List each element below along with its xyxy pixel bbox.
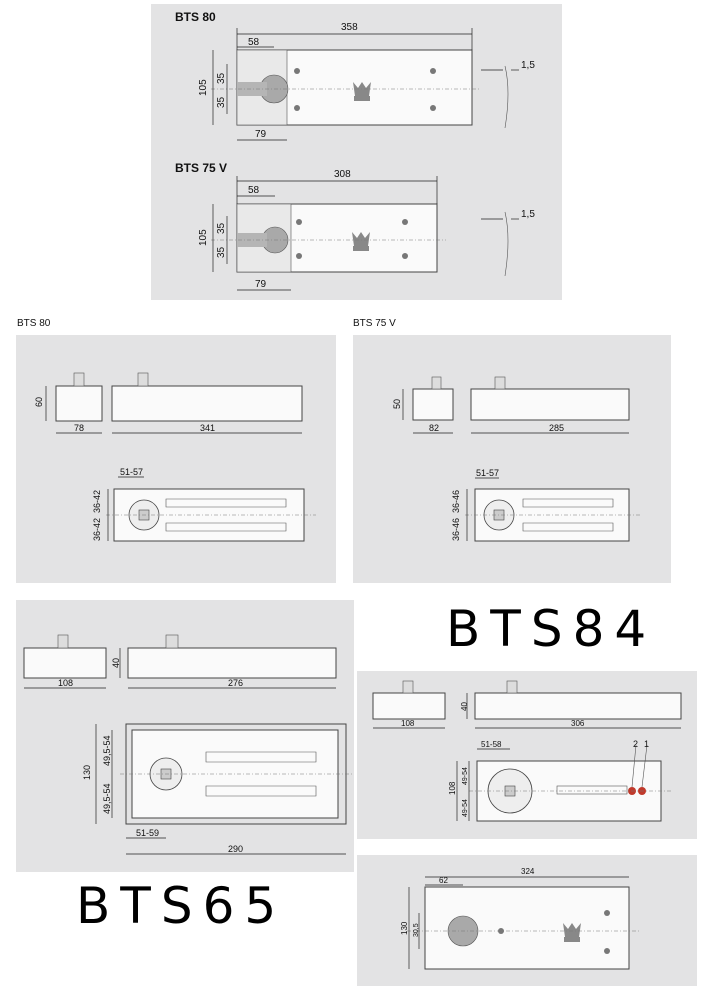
bts65-total-length-dim: 290 (228, 844, 243, 854)
brand-plate-icon (354, 96, 370, 101)
bts84-side-spindle (402, 680, 414, 694)
bts65-side-spindle (57, 634, 69, 649)
bts84-plate-drawing: 324 62 130 30,5 (400, 867, 639, 970)
bts80-height-dim: 105 (198, 79, 209, 96)
bts75v-length-dim: 308 (334, 169, 351, 180)
bts84-side-height-dim: 40 (460, 702, 469, 711)
bts75v-front-view (470, 388, 630, 421)
bts80-front-spindle (137, 372, 149, 387)
bts84-plate-length-dim: 324 (521, 867, 535, 876)
bts80-screw-hole (294, 68, 300, 74)
bts75v-front-spindle (494, 376, 506, 390)
bts75v-half-lower-dim: 35 (216, 246, 227, 258)
brand-plate-icon (353, 246, 369, 251)
bts75v-upper-dim: 36-46 (451, 490, 461, 513)
bts80-views-title: BTS 80 (17, 318, 51, 329)
bts65-side-width-dim: 108 (58, 678, 73, 688)
bts80-half-upper-dim: 35 (216, 72, 227, 84)
bts84-screw-hole (604, 948, 610, 954)
bts80-lower-dim: 36-42 (92, 518, 102, 541)
bts75v-screw-hole (296, 219, 302, 225)
bts80-views-drawing: 60 78 341 51-57 36-42 36-42 (34, 372, 316, 542)
bts75v-views-title: BTS 75 V (353, 318, 396, 329)
bts75v-bottom-dim: 79 (255, 279, 267, 290)
bts80-front-view (111, 385, 303, 422)
bts65-lower-dim: 49,5-54 (102, 783, 112, 814)
bts84-views-panel: 108 40 306 2 1 51-58 108 49-54 49-54 (357, 671, 697, 839)
bts80-length-dim: 358 (341, 22, 358, 33)
bts80-half-lower-dim: 35 (216, 96, 227, 108)
bts84-side-view (372, 692, 446, 720)
bts80-screw-hole (430, 105, 436, 111)
bts84-plate-half-dim: 30,5 (413, 923, 420, 937)
bts84-front-view (474, 692, 682, 720)
bts65-front-spindle (165, 634, 179, 649)
bts75v-views-drawing: 50 82 285 51-57 36-46 36-46 (392, 376, 641, 542)
bts84-screw-hole (604, 910, 610, 916)
bts80-side-view (55, 385, 103, 422)
crown-logo-icon (563, 923, 581, 937)
bts80-screw-hole (430, 68, 436, 74)
bts75v-offset-dim: 58 (248, 185, 260, 196)
bts75v-plate-title: BTS 75 V (175, 161, 227, 175)
bts65-front-view (127, 647, 337, 679)
bts84-plate-height-dim: 130 (400, 921, 409, 935)
bts75v-spindle-dim: 51-57 (476, 468, 499, 478)
bts75v-thickness-dim: 1,5 (521, 209, 535, 220)
bts65-upper-dim: 49,5-54 (102, 735, 112, 766)
bts65-views-panel: 108 40 276 130 49,5-54 49,5-54 51-59 290 (16, 600, 354, 872)
bts75v-side-spindle (431, 376, 442, 390)
bts80-side-height-dim: 60 (34, 397, 44, 407)
bts75v-arm-slot (237, 233, 267, 247)
brand-plate-icon (564, 937, 580, 942)
bts80-arm-slot (237, 82, 267, 96)
bts75v-screw-hole (296, 253, 302, 259)
bts75v-screw-hole (402, 219, 408, 225)
bts75v-screw-hole (402, 253, 408, 259)
bts65-main-length-dim: 276 (228, 678, 243, 688)
bts84-callout-1: 1 (644, 739, 649, 749)
bts84-plate-panel: 324 62 130 30,5 (357, 855, 697, 986)
bts80-side-spindle (73, 372, 85, 387)
bts65-views-drawing: 108 40 276 130 49,5-54 49,5-54 51-59 290 (23, 634, 352, 855)
top-plates-panel: BTS 80 358 58 105 35 35 79 1,5 BTS 75 V (151, 4, 562, 300)
bts84-callout-2: 2 (633, 739, 638, 749)
bts84-front-spindle (506, 680, 518, 694)
bts65-model-label: BTS65 (76, 877, 287, 935)
top-plates-drawing: BTS 80 358 58 105 35 35 79 1,5 BTS 75 V (175, 10, 535, 291)
bts80-views-panel: 60 78 341 51-57 36-42 36-42 (16, 335, 336, 583)
bts84-spindle-dim: 51-58 (481, 740, 502, 749)
bts84-plate-offset-dim: 62 (439, 876, 448, 885)
bts84-width-dim: 108 (448, 781, 457, 795)
bts75v-height-dim: 105 (198, 229, 209, 246)
bts65-side-view (23, 647, 107, 679)
bts75v-main-length-dim: 285 (549, 423, 564, 433)
bts80-upper-dim: 36-42 (92, 490, 102, 513)
bts80-main-length-dim: 341 (200, 423, 215, 433)
bts80-plate-title: BTS 80 (175, 10, 216, 24)
bts65-spindle-dim: 51-59 (136, 828, 159, 838)
crown-logo-icon (352, 232, 370, 246)
bts80-side-width-dim: 78 (74, 423, 84, 433)
bts80-thickness-dim: 1,5 (521, 60, 535, 71)
bts65-side-height-dim: 40 (111, 658, 121, 668)
bts75v-side-width-dim: 82 (429, 423, 439, 433)
bts80-screw-hole (294, 105, 300, 111)
bts84-main-length-dim: 306 (571, 719, 585, 728)
bts80-spindle-dim: 51-57 (120, 467, 143, 477)
bts75v-views-panel: 50 82 285 51-57 36-46 36-46 (353, 335, 671, 583)
bts75v-lower-dim: 36-46 (451, 518, 461, 541)
bts75v-half-upper-dim: 35 (216, 222, 227, 234)
bts84-model-label: BTS84 (446, 600, 657, 658)
bts80-offset-dim: 58 (248, 37, 260, 48)
bts75v-side-view (412, 388, 454, 421)
bts65-total-width-dim: 130 (82, 765, 92, 780)
bts84-lower-dim: 49-54 (462, 799, 469, 817)
bts75v-side-height-dim: 50 (392, 399, 402, 409)
bts84-side-width-dim: 108 (401, 719, 415, 728)
bts84-upper-dim: 49-54 (462, 767, 469, 785)
bts80-bottom-dim: 79 (255, 129, 267, 140)
bts84-views-drawing: 108 40 306 2 1 51-58 108 49-54 49-54 (372, 680, 682, 822)
